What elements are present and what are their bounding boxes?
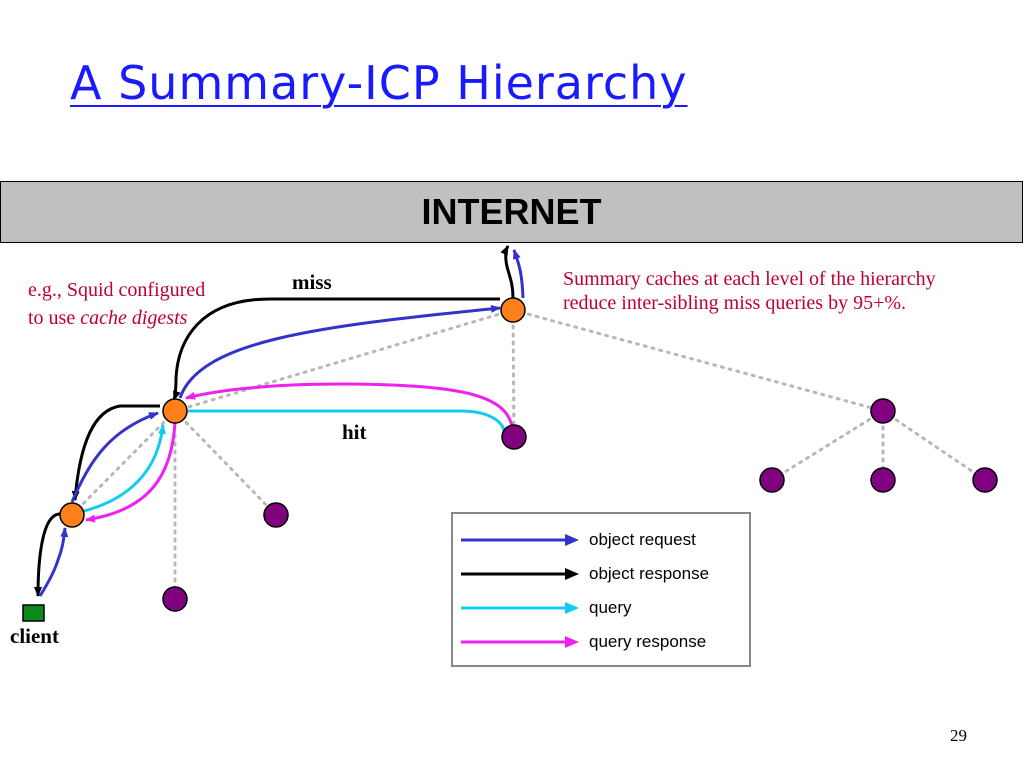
summary-note-line2: reduce inter-sibling miss queries by 95+… — [563, 292, 907, 314]
squid-note: e.g., Squid configured to use cache dige… — [28, 276, 205, 332]
slide-number: 29 — [950, 726, 967, 745]
legend-item-object-request: object request — [453, 528, 749, 552]
legend-label: query response — [589, 632, 707, 651]
squid-note-line2: to use cache digests — [28, 304, 205, 332]
squid-note-prefix: to use — [28, 307, 81, 329]
legend-label: object request — [589, 530, 696, 549]
legend-item-query: query — [453, 596, 749, 620]
client-box — [22, 604, 45, 622]
peer-node — [162, 586, 188, 612]
proxy-nodes — [59, 297, 526, 528]
legend: object request object response query que… — [451, 512, 751, 667]
legend-item-query-response: query response — [453, 630, 749, 654]
squid-note-line1: e.g., Squid configured — [28, 279, 206, 301]
squid-note-italic: cache digests — [80, 307, 188, 329]
object-response-arrows — [34, 245, 515, 597]
mid-level-proxy — [162, 398, 188, 424]
leaf-proxy — [59, 502, 85, 528]
hit-label: hit — [342, 420, 367, 444]
peer-node — [870, 467, 896, 493]
internet-bar: INTERNET — [0, 181, 1023, 243]
arrow-swatch-icon — [461, 636, 579, 648]
summary-note: Summary caches at each level of the hier… — [563, 267, 936, 315]
legend-label: object response — [589, 564, 710, 583]
legend-item-object-response: object response — [453, 562, 749, 586]
object-request-arrows — [38, 249, 525, 597]
top-level-proxy — [500, 297, 526, 323]
slide-title: A Summary-ICP Hierarchy — [70, 56, 688, 110]
query-response-arrows — [85, 382, 514, 523]
legend-label: query — [589, 598, 632, 617]
peer-node — [870, 398, 896, 424]
peer-node — [759, 467, 785, 493]
client-label: client — [10, 624, 59, 648]
miss-label: miss — [292, 270, 332, 294]
peer-node — [263, 502, 289, 528]
arrow-swatch-icon — [461, 568, 579, 580]
arrow-swatch-icon — [461, 602, 579, 614]
summary-note-line1: Summary caches at each level of the hier… — [563, 268, 936, 290]
arrow-swatch-icon — [461, 534, 579, 546]
peer-node — [501, 424, 527, 450]
peer-nodes — [162, 398, 998, 612]
peer-node — [972, 467, 998, 493]
